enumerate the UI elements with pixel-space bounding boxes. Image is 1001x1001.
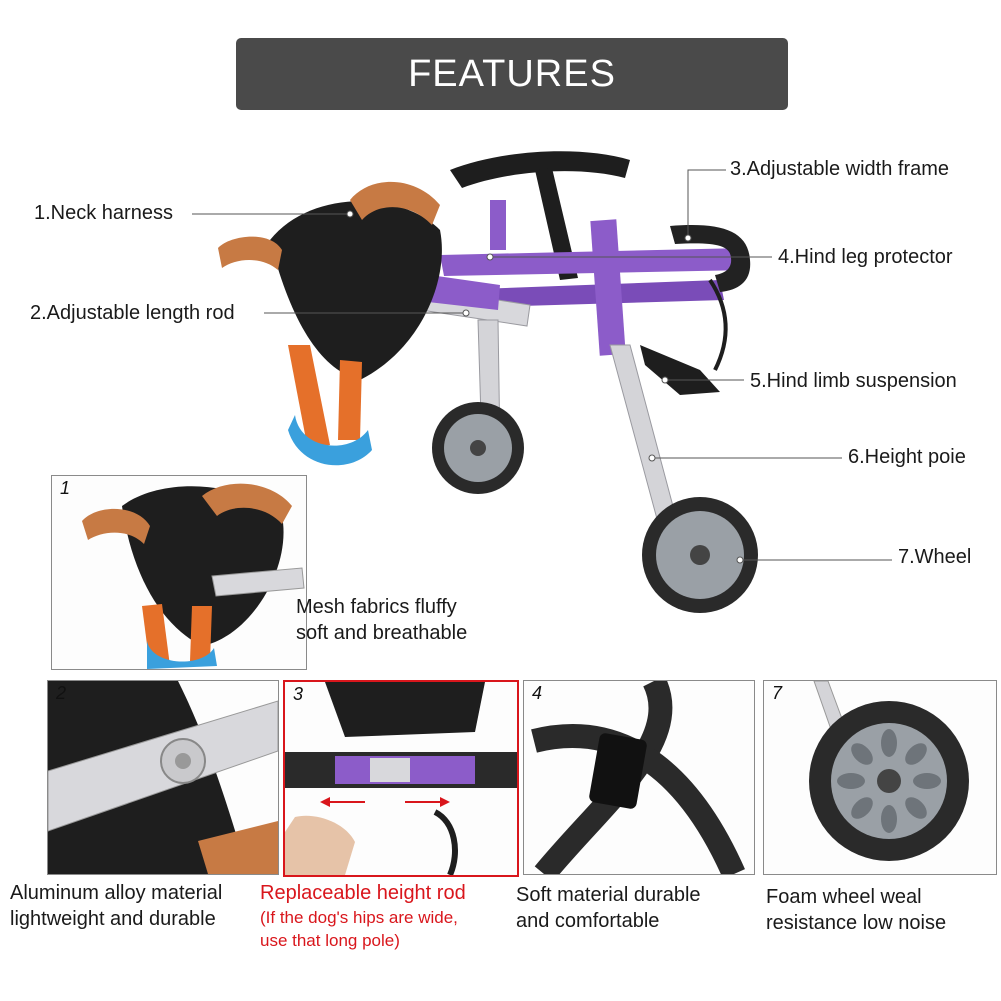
panel-7-caption-line-2: resistance low noise	[766, 912, 947, 934]
panel-2-number: 2	[56, 683, 67, 703]
panel-3-caption: Replaceable height rod (If the dog's hip…	[260, 880, 466, 952]
aluminum-rod-closeup-image	[48, 681, 278, 874]
dog-wheelchair-illustration	[218, 151, 758, 613]
features-banner: FEATURES	[236, 38, 788, 110]
wheel-closeup-image	[809, 681, 969, 861]
panel-4-caption-line-2: and comfortable	[516, 910, 660, 932]
panel-7-caption-line-1: Foam wheel weal	[766, 886, 922, 908]
panel-2-caption-line-2: lightweight and durable	[10, 908, 216, 930]
panel-2-aluminum-rod: 2	[48, 681, 278, 874]
panel-4-soft-material: 4	[524, 681, 754, 874]
panel-3-number: 3	[293, 684, 304, 704]
panel-3-height-rod: 3	[285, 682, 517, 875]
panel-1-neck-harness: 1	[52, 476, 306, 669]
callout-limb-suspension: 5.Hind limb suspension	[750, 370, 957, 392]
panel-7-number: 7	[772, 683, 783, 703]
panel-4-caption: Soft material durable and comfortable	[516, 882, 701, 934]
panel-3-caption-line-1: Replaceable height rod	[260, 882, 466, 904]
frame-closeup-image	[531, 681, 745, 874]
panel-3-caption-sub-2: use that long pole)	[260, 931, 400, 950]
panel-1-number: 1	[60, 478, 71, 498]
panel-7-wheel: 7	[764, 681, 996, 874]
panel-7-caption: Foam wheel weal resistance low noise	[766, 884, 946, 936]
callout-neck-harness: 1.Neck harness	[34, 202, 173, 224]
features-title: FEATURES	[408, 52, 616, 95]
panel-4-caption-line-1: Soft material durable	[516, 884, 701, 906]
callout-length-rod: 2.Adjustable length rod	[30, 302, 235, 324]
panel-2-caption-line-1: Aluminum alloy material	[10, 882, 223, 904]
callout-leg-protector: 4.Hind leg protector	[778, 246, 953, 268]
height-rod-closeup-image	[285, 682, 517, 875]
panel-1-caption-line-1: Mesh fabrics fluffy	[296, 596, 457, 618]
panel-4-number: 4	[532, 683, 543, 703]
panel-1-caption-line-2: soft and breathable	[296, 622, 468, 644]
panel-3-caption-sub-1: (If the dog's hips are wide,	[260, 908, 458, 927]
callout-wheel: 7.Wheel	[898, 546, 972, 568]
callout-height-pole: 6.Height poie	[848, 446, 966, 468]
harness-closeup-image	[82, 483, 305, 669]
callout-width-frame: 3.Adjustable width frame	[730, 158, 950, 180]
panel-1-caption: Mesh fabrics fluffy soft and breathable	[296, 594, 467, 646]
panel-2-caption: Aluminum alloy material lightweight and …	[10, 880, 222, 932]
